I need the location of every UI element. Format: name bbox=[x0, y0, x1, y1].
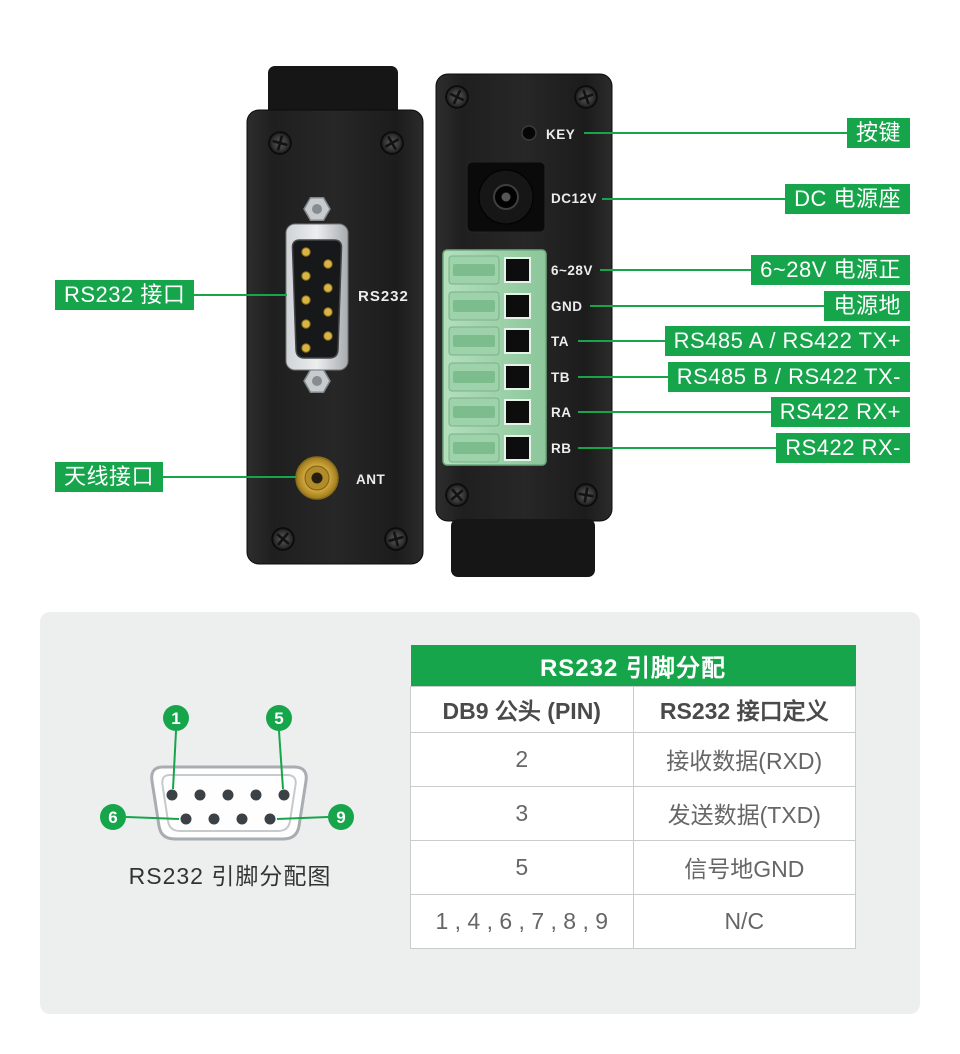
jack-screw-icon bbox=[303, 368, 331, 394]
db9-shroud bbox=[291, 239, 343, 359]
definition-cell: 信号地GND bbox=[632, 839, 856, 895]
pin-badge-lines bbox=[125, 730, 329, 820]
table-title: RS232 引脚分配 bbox=[410, 645, 856, 686]
pin-6-badge: 6 bbox=[100, 804, 126, 830]
callout-key: 按键 bbox=[846, 118, 910, 148]
terminal-rows bbox=[448, 255, 531, 463]
callout-rs422-rx-pos: RS422 RX+ bbox=[770, 397, 910, 427]
terminal-label-tb: TB bbox=[551, 370, 570, 385]
db9-pin-dots bbox=[166, 789, 290, 825]
callout-power-ground: 电源地 bbox=[824, 291, 910, 321]
jack-screw-icon bbox=[303, 196, 331, 222]
table-row: 3 发送数据(TXD) bbox=[410, 785, 856, 841]
table-row: 2 接收数据(RXD) bbox=[410, 731, 856, 787]
terminal-label-ra: RA bbox=[551, 405, 572, 420]
pin-1-badge: 1 bbox=[163, 705, 189, 731]
callout-antenna-port: 天线接口 bbox=[55, 462, 164, 492]
key-button-hole bbox=[521, 125, 537, 141]
table-title-row: RS232 引脚分配 bbox=[410, 645, 856, 686]
pin-cell: 3 bbox=[410, 785, 634, 841]
rs232-connector bbox=[285, 196, 349, 394]
terminal-block bbox=[442, 249, 547, 466]
svg-text:6: 6 bbox=[108, 808, 117, 827]
table-header-row: DB9 公头 (PIN) RS232 接口定义 bbox=[410, 685, 856, 733]
db9-diagram-caption: RS232 引脚分配图 bbox=[128, 863, 332, 889]
db9-inner-shell bbox=[161, 774, 297, 832]
callout-rs485-a: RS485 A / RS422 TX+ bbox=[664, 326, 910, 356]
definition-cell: 发送数据(TXD) bbox=[632, 785, 856, 841]
pin-9-badge: 9 bbox=[328, 804, 354, 830]
column-header-definition: RS232 接口定义 bbox=[632, 685, 856, 733]
pin-cell: 2 bbox=[410, 731, 634, 787]
terminal-label-ta: TA bbox=[551, 334, 569, 349]
dc-jack bbox=[466, 161, 546, 233]
callout-rs485-b: RS485 B / RS422 TX- bbox=[667, 362, 910, 392]
pin-cell: 1 , 4 , 6 , 7 , 8 , 9 bbox=[410, 893, 634, 949]
device-front-top-block bbox=[268, 66, 398, 118]
terminal-label-rb: RB bbox=[551, 441, 572, 456]
terminal-label-gnd: GND bbox=[551, 299, 583, 314]
callout-dc-jack: DC 电源座 bbox=[785, 184, 910, 214]
svg-text:9: 9 bbox=[336, 808, 345, 827]
db9-male-pins bbox=[301, 247, 333, 353]
definition-cell: 接收数据(RXD) bbox=[632, 731, 856, 787]
svg-text:1: 1 bbox=[171, 709, 180, 728]
device-dc12v-label: DC12V bbox=[551, 191, 597, 206]
column-header-pin: DB9 公头 (PIN) bbox=[410, 685, 634, 733]
pin-cell: 5 bbox=[410, 839, 634, 895]
table-row: 5 信号地GND bbox=[410, 839, 856, 895]
svg-text:5: 5 bbox=[274, 709, 283, 728]
antenna-connector bbox=[295, 456, 339, 500]
terminal-label-v: 6~28V bbox=[551, 263, 593, 278]
callout-rs422-rx-neg: RS422 RX- bbox=[776, 433, 910, 463]
device-key-label: KEY bbox=[546, 127, 575, 142]
device-back-bottom-block bbox=[451, 519, 595, 577]
device-back: KEY DC12V 6~28V GND bbox=[435, 73, 613, 577]
pin-table: RS232 引脚分配 DB9 公头 (PIN) RS232 接口定义 2 接收数… bbox=[410, 645, 856, 949]
callout-power-positive: 6~28V 电源正 bbox=[751, 255, 910, 285]
table-row: 1 , 4 , 6 , 7 , 8 , 9 N/C bbox=[410, 893, 856, 949]
definition-cell: N/C bbox=[632, 893, 856, 949]
device-rs232-label: RS232 bbox=[358, 288, 409, 305]
device-illustration: RS232 ANT KEY DC12V bbox=[66, 66, 880, 577]
device-ant-label: ANT bbox=[356, 472, 385, 487]
pin-5-badge: 5 bbox=[266, 705, 292, 731]
db9-pin-diagram: 1 5 6 9 bbox=[100, 705, 354, 841]
device-front: RS232 ANT bbox=[246, 66, 424, 565]
callout-rs232-port: RS232 接口 bbox=[55, 280, 195, 310]
